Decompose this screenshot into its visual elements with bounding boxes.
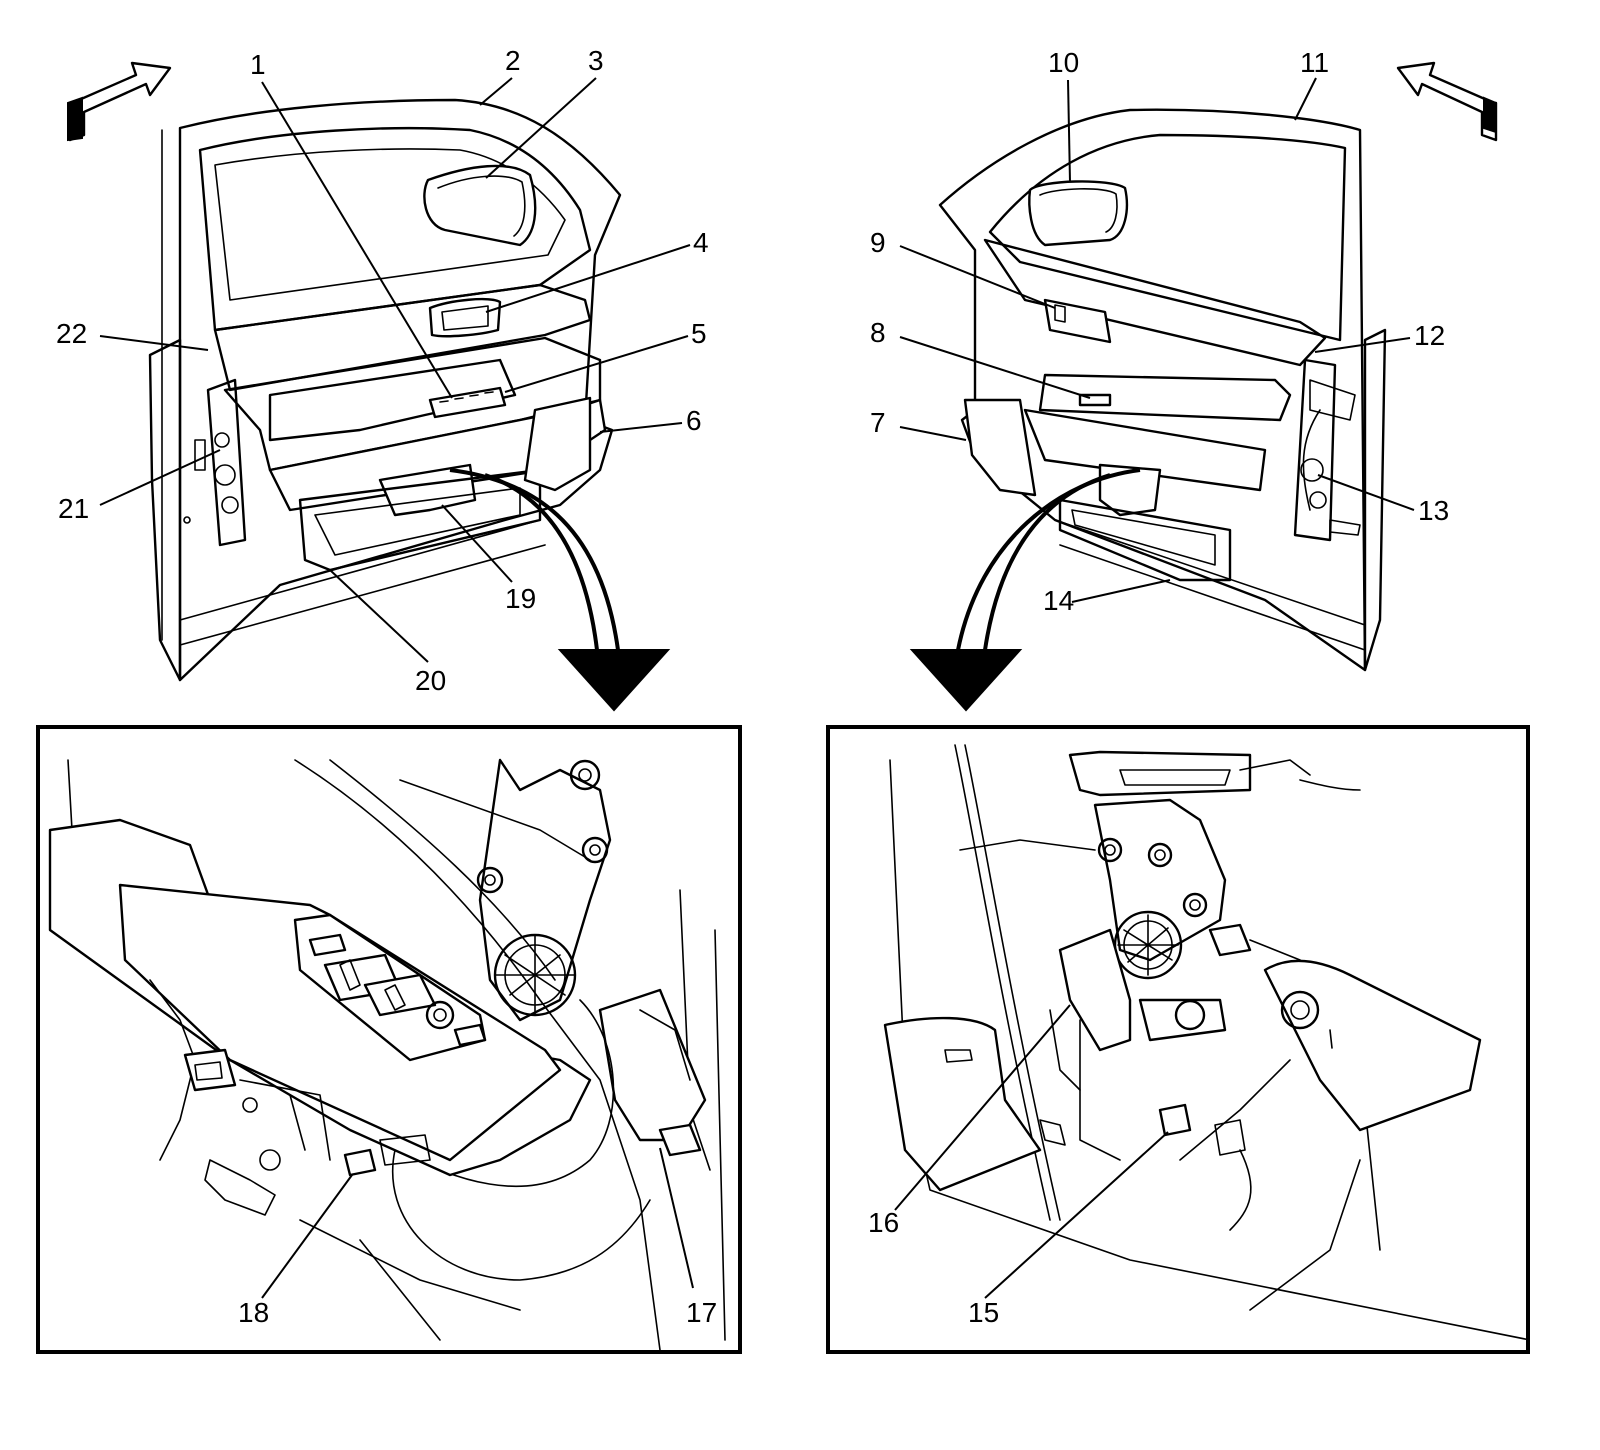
callout-5: 5 bbox=[691, 318, 707, 349]
forward-direction-arrow-icon bbox=[1396, 61, 1498, 142]
driver-door-detail-inset bbox=[36, 725, 742, 1354]
callout-12: 12 bbox=[1414, 320, 1445, 351]
passenger-door-exploded-view bbox=[938, 61, 1498, 672]
callout-18: 18 bbox=[238, 1297, 269, 1328]
callout-15: 15 bbox=[968, 1297, 999, 1328]
callout-11: 11 bbox=[1300, 47, 1329, 78]
callout-16: 16 bbox=[868, 1207, 899, 1238]
callout-19: 19 bbox=[505, 583, 536, 614]
callout-9: 9 bbox=[870, 227, 886, 258]
callout-10: 10 bbox=[1048, 47, 1079, 78]
callout-13: 13 bbox=[1418, 495, 1449, 526]
forward-direction-arrow-icon bbox=[67, 61, 172, 142]
callout-7: 7 bbox=[870, 407, 886, 438]
detail-pointer-arrow-icon bbox=[449, 468, 671, 712]
callout-2: 2 bbox=[505, 45, 521, 76]
callout-21: 21 bbox=[58, 493, 89, 524]
callout-6: 6 bbox=[686, 405, 702, 436]
callout-3: 3 bbox=[588, 45, 604, 76]
callout-1: 1 bbox=[250, 49, 266, 80]
driver-door-exploded-view bbox=[67, 61, 622, 682]
detail-pointer-arrow-icon bbox=[909, 468, 1141, 712]
callout-labels: 1 2 3 4 5 6 7 8 9 10 11 12 13 14 15 16 1… bbox=[56, 45, 1449, 1328]
callout-20: 20 bbox=[415, 665, 446, 696]
leader-lines bbox=[99, 77, 1415, 1299]
callout-14: 14 bbox=[1043, 585, 1074, 616]
passenger-door-detail-inset bbox=[826, 725, 1530, 1354]
callout-8: 8 bbox=[870, 317, 886, 348]
callout-17: 17 bbox=[686, 1297, 717, 1328]
callout-4: 4 bbox=[693, 227, 709, 258]
callout-22: 22 bbox=[56, 318, 87, 349]
